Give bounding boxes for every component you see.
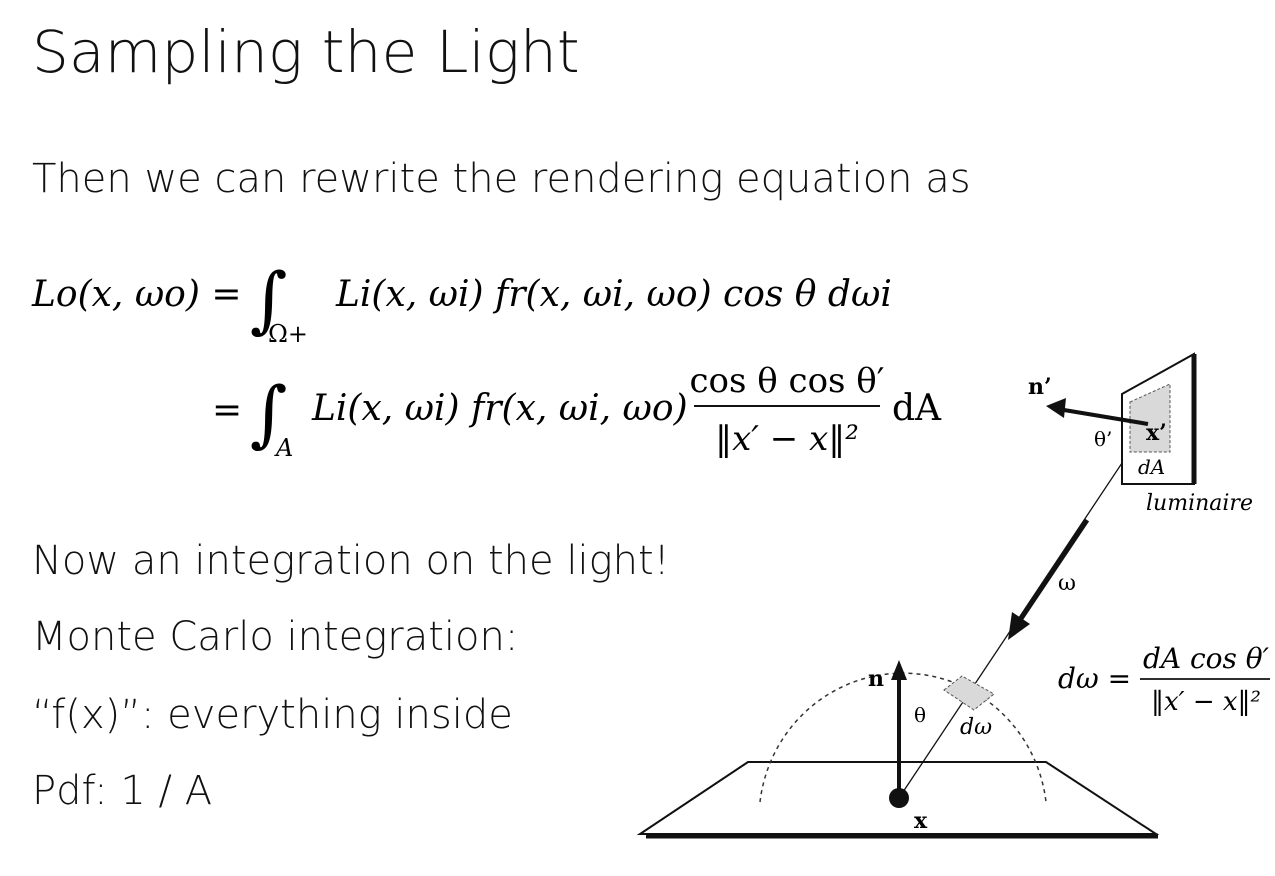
label-x-prime: x’ [1146,420,1167,446]
equation-tail: dA [892,388,942,429]
label-omega: ω [1058,571,1076,596]
formula-lhs: dω = [1058,662,1131,695]
d-omega-patch [943,675,995,711]
fraction-numerator: cos θ cos θ′ [689,361,884,401]
label-x: x [914,808,928,834]
omega-arrow-head [1008,612,1030,640]
normal-n-prime-head [1046,398,1066,418]
label-dA: dA [1138,455,1165,479]
label-n: n [868,666,884,692]
slide-title: Sampling the Light [32,18,580,86]
formula-denominator: ‖x′ − x‖² [1151,687,1261,717]
omega-arrow-shaft [1017,518,1090,622]
integrand-1: Li(x, ωi) fr(x, ωi, ωo) cos θ dωi [335,274,892,315]
normal-n-head [891,660,907,680]
integrand-2: Li(x, ωi) fr(x, ωi, ωo) [311,388,688,429]
intro-text: Then we can rewrite the rendering equati… [32,156,971,202]
bullet-1: Now an integration on the light! [32,538,670,584]
equation-lhs: Lo(x, ωo) = [31,274,242,315]
equation-equals-2: = [212,390,242,431]
integral-domain-2: A [274,434,293,462]
label-n-prime: n’ [1028,374,1052,400]
integral-sign-1: ∫ [250,257,288,341]
bullet-4: Pdf: 1 / A [32,768,213,814]
label-d-omega: dω [960,715,992,740]
label-theta-prime: θ’ [1094,427,1112,451]
hemisphere-outline [759,672,1047,803]
normal-n-prime-shaft [1063,408,1149,426]
integral-domain-1: Ω+ [268,320,308,348]
dA-patch [1129,383,1171,453]
fraction-denominator: ‖x′ − x‖² [715,419,859,459]
bullet-2: Monte Carlo integration: [32,614,519,660]
formula-numerator: dA cos θ′ [1143,642,1270,675]
bullet-3: “f(x)”: everything inside [32,692,513,738]
label-luminaire: luminaire [1146,491,1253,516]
point-x [889,788,909,808]
rendering-equation: Lo(x, ωo) = ∫ Ω+ Li(x, ωi) fr(x, ωi, ωo)… [31,257,942,462]
integral-sign-2: ∫ [250,371,288,455]
label-theta: θ [914,703,926,727]
